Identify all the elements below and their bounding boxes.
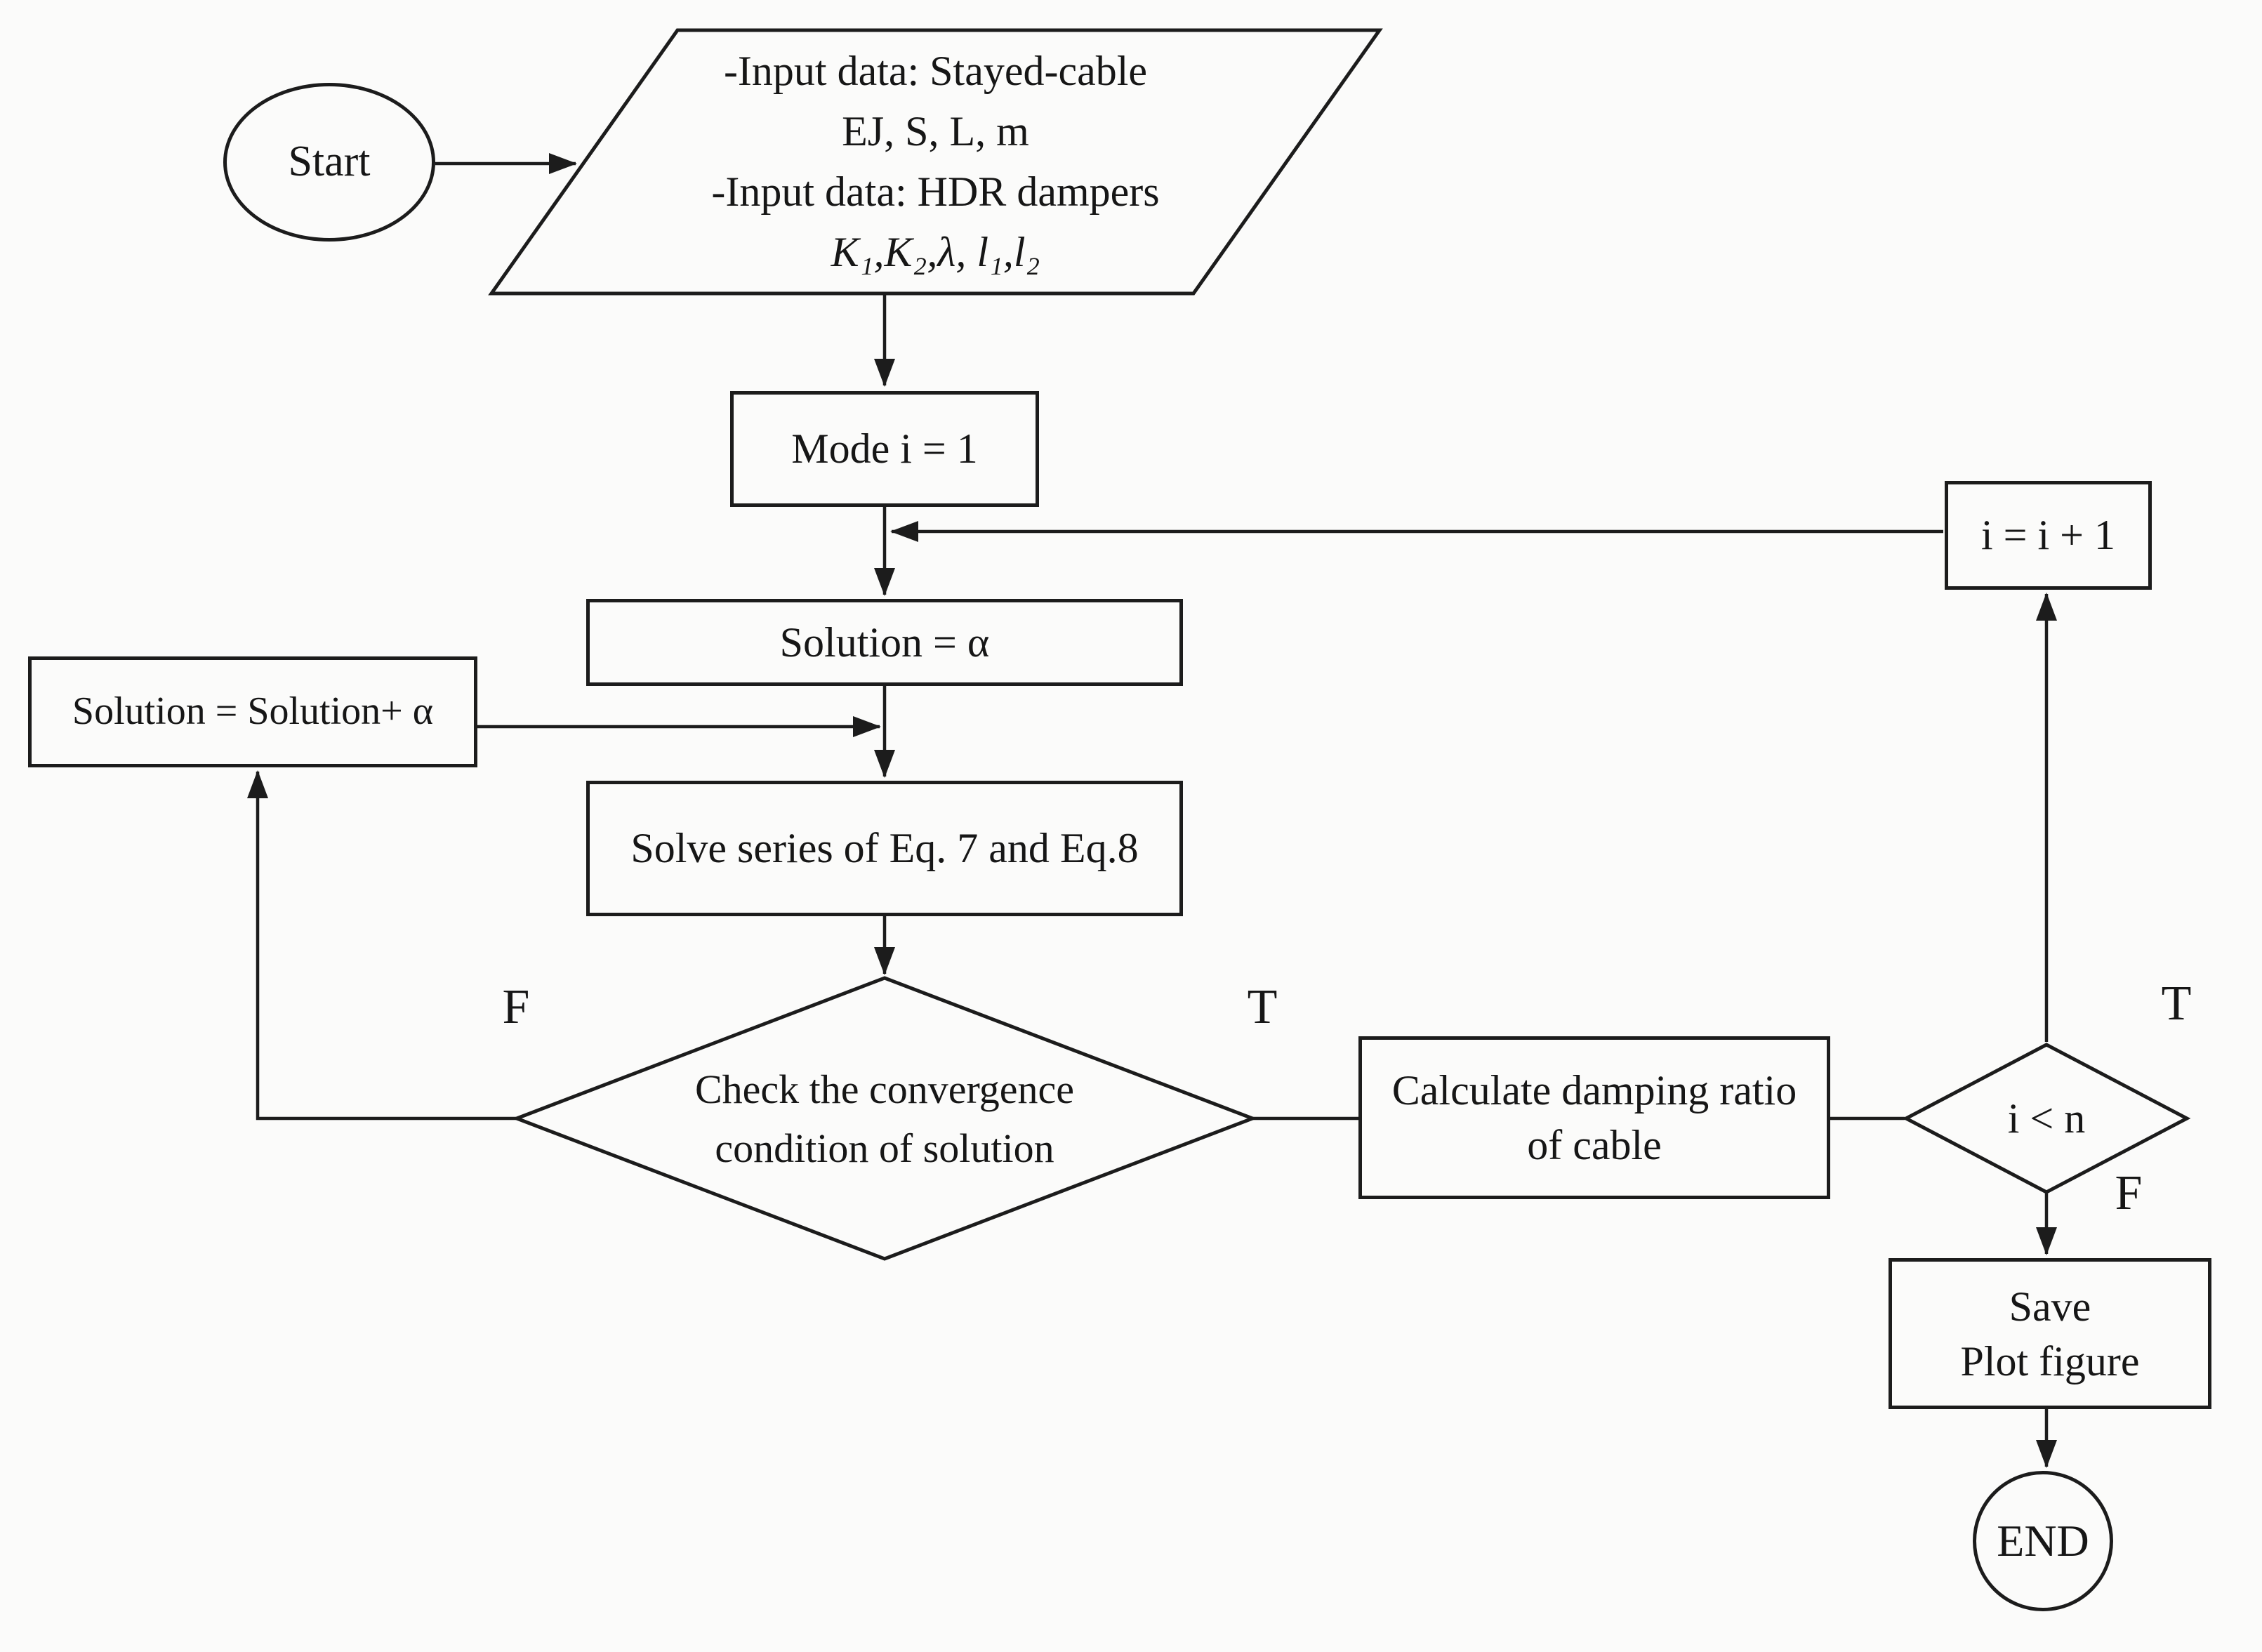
input-parallelogram-shape bbox=[488, 28, 1383, 296]
convergence-diamond-shape bbox=[511, 976, 1258, 1261]
convergence-decision-line: Check the convergence bbox=[694, 1066, 1074, 1112]
convergence-decision-text: Check the convergence condition of solut… bbox=[604, 1060, 1165, 1178]
mode-count-decision-text: i < n bbox=[1941, 1092, 2152, 1144]
branch-label-mode-count-true: T bbox=[2161, 977, 2192, 1031]
solve-equations-label: Solve series of Eq. 7 and Eq.8 bbox=[630, 825, 1139, 872]
increment-box: i = i + 1 bbox=[1945, 481, 2152, 590]
branch-label-convergence-true: T bbox=[1247, 980, 1278, 1034]
calc-damping-line: of cable bbox=[1527, 1122, 1662, 1168]
connector-convergence-false-path bbox=[247, 770, 517, 1121]
solution-init-label: Solution = α bbox=[779, 619, 990, 666]
mode-count-diamond-shape bbox=[1902, 1043, 2191, 1194]
end-label: END bbox=[1997, 1516, 2089, 1566]
input-data-line: EJ, S, L, m bbox=[842, 108, 1029, 154]
input-data-line: -Input data: HDR dampers bbox=[711, 168, 1160, 215]
solution-update-label: Solution = Solution+ α bbox=[72, 689, 434, 734]
mode-init-label: Mode i = 1 bbox=[791, 425, 978, 473]
input-data-line: K₁,K₂,λ, l₁,l₂ bbox=[831, 229, 1040, 275]
calc-damping-line: Calculate damping ratio bbox=[1391, 1067, 1797, 1114]
branch-label-mode-count-false: F bbox=[2115, 1166, 2143, 1220]
input-data-line: -Input data: Stayed-cable bbox=[723, 48, 1148, 94]
start-label: Start bbox=[288, 138, 371, 186]
mode-init-box: Mode i = 1 bbox=[730, 391, 1039, 507]
end-terminator: END bbox=[1973, 1471, 2113, 1611]
solve-equations-box: Solve series of Eq. 7 and Eq.8 bbox=[586, 781, 1183, 916]
start-terminator: Start bbox=[223, 83, 435, 242]
branch-label-convergence-false: F bbox=[502, 980, 530, 1034]
calc-damping-box: Calculate damping ratio of cable bbox=[1358, 1036, 1830, 1199]
save-plot-line: Save bbox=[2009, 1283, 2091, 1330]
solution-update-box: Solution = Solution+ α bbox=[28, 656, 477, 767]
save-plot-line: Plot figure bbox=[1960, 1337, 2140, 1385]
input-data-text: -Input data: Stayed-cable EJ, S, L, m -I… bbox=[491, 41, 1380, 282]
convergence-decision-line: condition of solution bbox=[715, 1125, 1054, 1171]
save-plot-box: Save Plot figure bbox=[1889, 1258, 2211, 1409]
solution-init-box: Solution = α bbox=[586, 599, 1183, 686]
mode-count-decision-label: i < n bbox=[2007, 1095, 2086, 1142]
increment-label: i = i + 1 bbox=[1980, 512, 2115, 559]
